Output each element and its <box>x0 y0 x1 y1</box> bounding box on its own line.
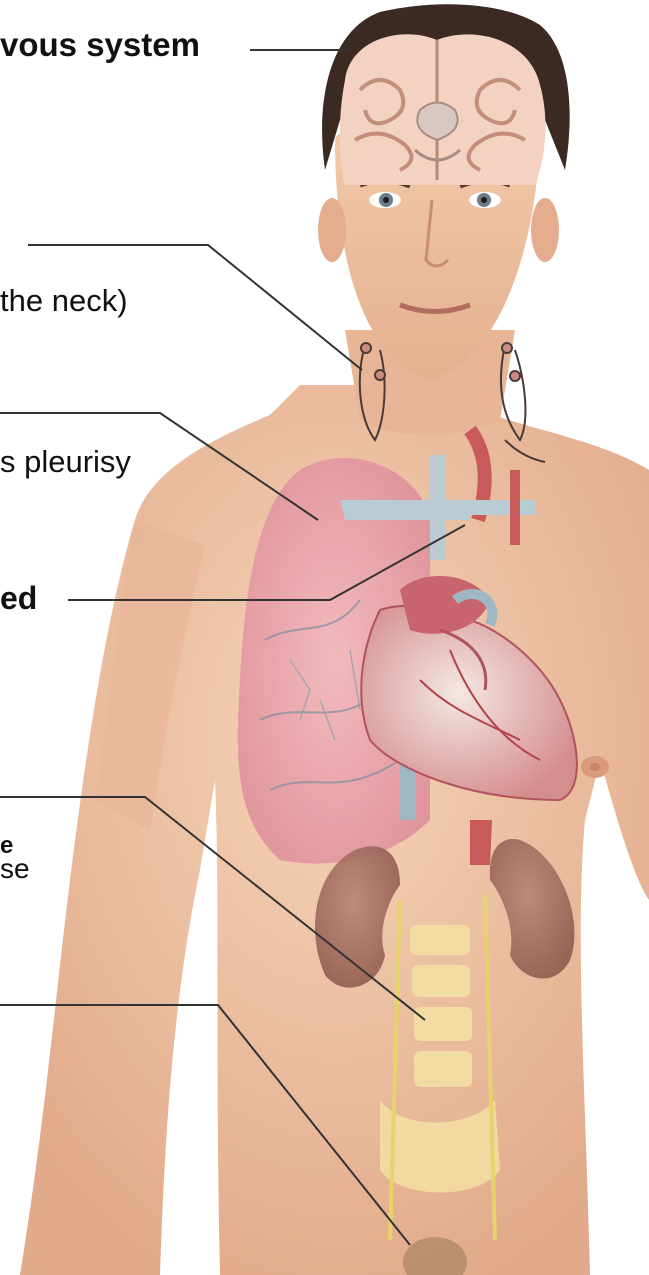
label-kidney-partial-2: se <box>0 853 30 885</box>
brain-icon <box>340 34 546 185</box>
label-heart-partial: ed <box>0 580 37 617</box>
label-nervous-system: vous system <box>0 26 200 64</box>
label-neck: the neck) <box>0 283 128 319</box>
label-pleurisy: s pleurisy <box>0 444 131 480</box>
